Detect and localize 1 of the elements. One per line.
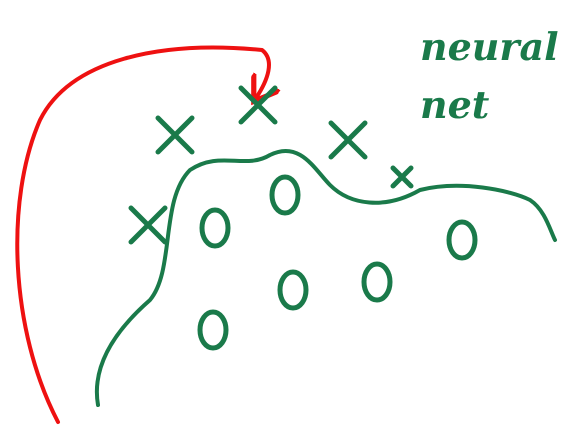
handwritten-note: neural net bbox=[420, 23, 560, 129]
